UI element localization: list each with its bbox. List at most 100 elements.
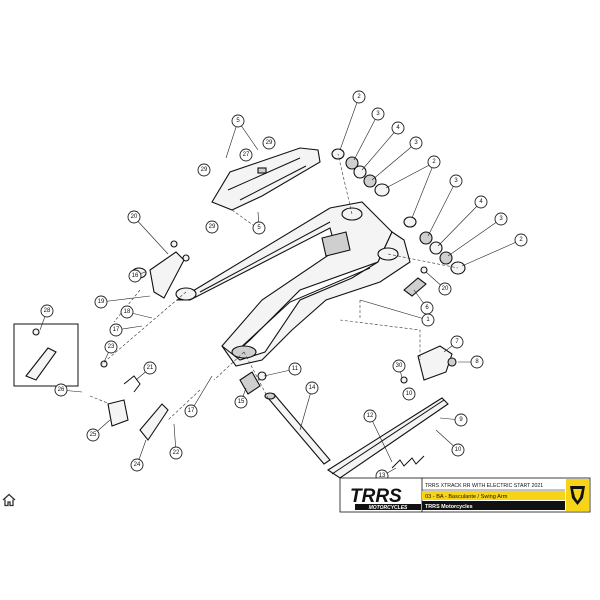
callout-23: 23 <box>104 340 118 354</box>
callout-21: 21 <box>143 361 157 375</box>
svg-text:3: 3 <box>414 140 418 146</box>
svg-text:MOTORCYCLES: MOTORCYCLES <box>369 505 408 511</box>
chain-adjuster-15 <box>239 371 267 395</box>
callout-26: 26 <box>54 383 68 397</box>
svg-text:3: 3 <box>499 216 503 222</box>
svg-text:25: 25 <box>90 432 97 438</box>
callout-22: 22 <box>169 446 183 460</box>
callout-17: 17 <box>184 404 198 418</box>
callout-17: 17 <box>109 323 123 337</box>
svg-text:3: 3 <box>454 178 458 184</box>
callout-9: 9 <box>454 413 468 427</box>
svg-text:7: 7 <box>455 339 459 345</box>
svg-text:TRRS: TRRS <box>350 486 402 507</box>
side-stand-mount-7 <box>400 345 457 384</box>
callout-30: 30 <box>392 359 406 373</box>
svg-text:5: 5 <box>236 118 240 124</box>
callout-3: 3 <box>494 212 508 226</box>
callout-27: 27 <box>239 148 253 162</box>
callout-10: 10 <box>402 387 416 401</box>
callout-8: 8 <box>470 355 484 369</box>
svg-text:20: 20 <box>131 214 138 220</box>
callout-2: 2 <box>514 233 528 247</box>
svg-text:24: 24 <box>134 462 141 468</box>
callout-3: 3 <box>371 107 385 121</box>
svg-text:9: 9 <box>459 417 463 423</box>
callout-29: 29 <box>197 163 211 177</box>
svg-text:8: 8 <box>475 359 479 365</box>
svg-text:3: 3 <box>376 111 380 117</box>
callout-19: 19 <box>94 295 108 309</box>
svg-text:17: 17 <box>113 327 120 333</box>
svg-text:10: 10 <box>455 447 462 453</box>
svg-text:28: 28 <box>44 308 51 314</box>
svg-text:26: 26 <box>58 387 65 393</box>
svg-text:30: 30 <box>396 363 403 369</box>
svg-text:20: 20 <box>442 286 449 292</box>
svg-text:2: 2 <box>432 159 436 165</box>
svg-text:2: 2 <box>519 237 523 243</box>
svg-text:17: 17 <box>188 408 195 414</box>
home-button[interactable] <box>2 493 16 507</box>
svg-text:23: 23 <box>108 344 115 350</box>
callouts: 1 2 2 2 3 3 3 3 4 4 5 5 6 7 8 9 10 10 11… <box>40 90 528 483</box>
svg-text:4: 4 <box>479 199 483 205</box>
home-icon <box>2 493 16 507</box>
svg-text:16: 16 <box>132 273 139 279</box>
pivot-bearings-lower <box>403 216 466 275</box>
assembly-lines <box>89 153 459 421</box>
callout-20: 20 <box>438 282 452 296</box>
callout-2: 2 <box>427 155 441 169</box>
svg-text:10: 10 <box>406 391 413 397</box>
callout-3: 3 <box>449 174 463 188</box>
callout-7: 7 <box>450 335 464 349</box>
side-stand-12 <box>326 397 449 479</box>
callout-24: 24 <box>130 458 144 472</box>
callout-29: 29 <box>262 136 276 150</box>
callout-4: 4 <box>474 195 488 209</box>
callout-29: 29 <box>205 220 219 234</box>
callout-16: 16 <box>128 269 142 283</box>
svg-text:14: 14 <box>309 385 316 391</box>
callout-1: 1 <box>421 313 435 327</box>
svg-text:29: 29 <box>209 224 216 230</box>
company-name: TRRS Motorcycles <box>425 504 473 510</box>
svg-text:1: 1 <box>426 317 430 323</box>
svg-text:27: 27 <box>243 152 250 158</box>
callout-15: 15 <box>234 395 248 409</box>
svg-text:13: 13 <box>379 473 386 479</box>
callout-5: 5 <box>252 221 266 235</box>
svg-text:29: 29 <box>201 167 208 173</box>
callout-10: 10 <box>451 443 465 457</box>
rear-axle-14 <box>264 392 331 465</box>
svg-text:11: 11 <box>292 366 299 372</box>
svg-text:21: 21 <box>147 365 154 371</box>
svg-text:29: 29 <box>266 140 273 146</box>
section-bar <box>422 491 565 500</box>
callout-12: 12 <box>363 409 377 423</box>
svg-text:12: 12 <box>367 413 374 419</box>
shield-logo-icon <box>566 479 589 511</box>
callout-14: 14 <box>305 381 319 395</box>
callout-18: 18 <box>120 305 134 319</box>
callout-20: 20 <box>127 210 141 224</box>
callout-2: 2 <box>352 90 366 104</box>
svg-text:15: 15 <box>238 399 245 405</box>
callout-3: 3 <box>409 136 423 150</box>
callout-5: 5 <box>231 114 245 128</box>
title-block: TRRS MOTORCYCLES TRRS XTRACK RR WITH ELE… <box>339 477 591 513</box>
svg-text:19: 19 <box>98 299 105 305</box>
svg-text:4: 4 <box>396 125 400 131</box>
brake-parts-group <box>13 323 169 441</box>
model-name: TRRS XTRACK RR WITH ELECTRIC START 2021 <box>425 483 543 489</box>
callout-11: 11 <box>288 362 302 376</box>
callout-4: 4 <box>391 121 405 135</box>
svg-text:6: 6 <box>425 305 429 311</box>
svg-text:22: 22 <box>173 450 180 456</box>
callout-6: 6 <box>420 301 434 315</box>
brand-logo: TRRS MOTORCYCLES <box>350 486 421 511</box>
chain-guide-27 <box>211 147 321 211</box>
callout-28: 28 <box>40 304 54 318</box>
bracket-6 <box>403 266 428 297</box>
